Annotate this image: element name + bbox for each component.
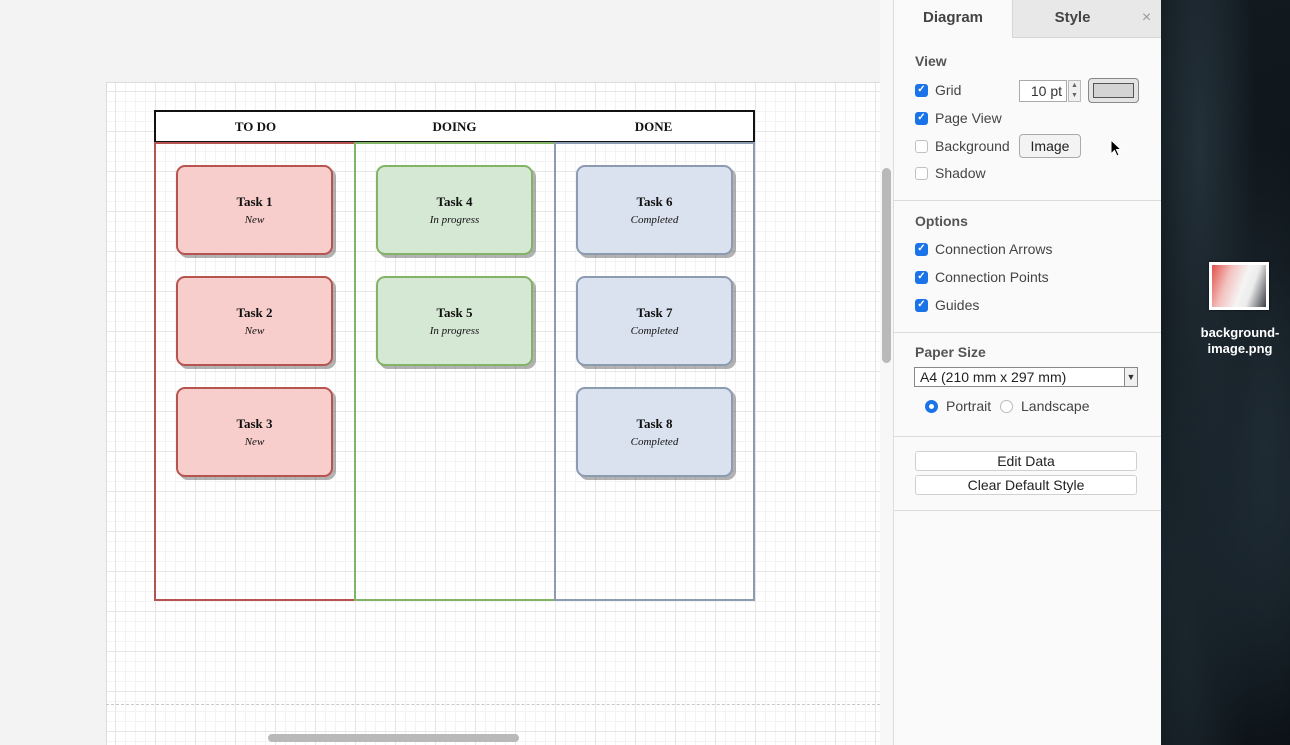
column-title-todo[interactable]: TO DO [234, 119, 277, 134]
chevron-down-icon[interactable]: ▼ [1124, 368, 1137, 386]
card-task-3[interactable]: Task 3 New [176, 387, 333, 477]
shadow-checkbox[interactable] [915, 166, 928, 180]
grid-checkbox-row[interactable]: Grid [915, 80, 961, 100]
card-status: Completed [630, 214, 679, 226]
card-status: Completed [630, 436, 679, 448]
card-title: Task 3 [236, 416, 273, 431]
card-title: Task 4 [436, 194, 473, 209]
card-task-1[interactable]: Task 1 New [176, 165, 333, 255]
landscape-label: Landscape [1021, 398, 1090, 414]
card-task-2[interactable]: Task 2 New [176, 276, 333, 366]
guides-label: Guides [935, 297, 980, 313]
grid-size-stepper[interactable]: ▲▼ [1068, 80, 1081, 102]
card-task-6[interactable]: Task 6 Completed [576, 165, 733, 255]
card-task-7[interactable]: Task 7 Completed [576, 276, 733, 366]
horizontal-scrollbar[interactable] [268, 734, 519, 742]
card-title: Task 5 [436, 305, 473, 320]
landscape-option[interactable]: Landscape [1000, 396, 1090, 416]
grid-size-input[interactable]: 10 pt [1019, 80, 1067, 102]
kanban-board[interactable]: TO DO DOING DONE Task 1 New Task 2 New T… [154, 110, 755, 601]
tab-style[interactable]: Style [1012, 0, 1132, 38]
actions-section [894, 437, 1161, 511]
close-icon[interactable]: × [1132, 0, 1161, 38]
connection-arrows-checkbox[interactable] [915, 242, 928, 256]
card-title: Task 6 [636, 194, 673, 209]
vertical-scroll-track[interactable] [880, 0, 894, 745]
page-view-checkbox[interactable] [915, 111, 928, 125]
file-name-line-2: image.png [1207, 341, 1273, 356]
options-section-title: Options [915, 213, 968, 229]
page-view-label: Page View [935, 110, 1002, 126]
connection-points-checkbox[interactable] [915, 270, 928, 284]
card-title: Task 8 [636, 416, 673, 431]
card-status: New [244, 436, 265, 448]
panel-tabs: Diagram Style × [894, 0, 1161, 38]
connection-points-label: Connection Points [935, 269, 1049, 285]
background-checkbox[interactable] [915, 139, 928, 153]
file-thumbnail-icon[interactable] [1209, 262, 1269, 310]
shadow-label: Shadow [935, 165, 986, 181]
mouse-cursor-icon [1110, 139, 1122, 157]
lane-done[interactable] [554, 142, 755, 601]
background-checkbox-row[interactable]: Background [915, 136, 1010, 156]
landscape-radio[interactable] [1000, 399, 1013, 413]
card-status: New [244, 325, 265, 337]
shadow-checkbox-row[interactable]: Shadow [915, 163, 986, 183]
connection-arrows-row[interactable]: Connection Arrows [915, 239, 1053, 259]
card-status: Completed [630, 325, 679, 337]
card-status: In progress [429, 214, 480, 226]
format-panel: Diagram Style × View Grid 10 pt ▲▼ Page … [894, 0, 1161, 745]
diagram-canvas[interactable]: TO DO DOING DONE Task 1 New Task 2 New T… [0, 0, 880, 745]
card-title: Task 7 [636, 305, 673, 320]
view-section-title: View [915, 53, 947, 69]
card-task-4[interactable]: Task 4 In progress [376, 165, 533, 255]
guides-row[interactable]: Guides [915, 295, 979, 315]
background-label: Background [935, 138, 1010, 154]
view-section: View [894, 38, 1161, 201]
connection-arrows-label: Connection Arrows [935, 241, 1053, 257]
column-title-doing[interactable]: DOING [432, 119, 477, 134]
portrait-radio[interactable] [925, 399, 938, 413]
grid-color-fill [1093, 83, 1134, 98]
card-status: In progress [429, 325, 480, 337]
card-task-5[interactable]: Task 5 In progress [376, 276, 533, 366]
board-header[interactable]: TO DO DOING DONE [154, 110, 755, 143]
paper-size-select[interactable]: A4 (210 mm x 297 mm) ▼ [914, 367, 1138, 387]
paper-size-section: Paper Size [894, 333, 1161, 437]
card-status: New [244, 214, 265, 226]
file-name-line-1: background- [1200, 325, 1280, 340]
grid-color-swatch[interactable] [1088, 78, 1139, 103]
vertical-scrollbar[interactable] [882, 168, 891, 363]
column-title-done[interactable]: DONE [634, 119, 673, 134]
grid-label: Grid [935, 82, 962, 98]
paper-size-value: A4 (210 mm x 297 mm) [920, 369, 1067, 385]
page-break-line [106, 704, 880, 705]
portrait-label: Portrait [946, 398, 992, 414]
paper-size-title: Paper Size [915, 344, 986, 360]
guides-checkbox[interactable] [915, 298, 928, 312]
file-name-label[interactable]: background- image.png [1195, 325, 1285, 357]
card-title: Task 1 [236, 194, 273, 209]
connection-points-row[interactable]: Connection Points [915, 267, 1049, 287]
tab-diagram[interactable]: Diagram [894, 0, 1012, 38]
page-view-checkbox-row[interactable]: Page View [915, 108, 1002, 128]
background-image-button[interactable]: Image [1019, 134, 1081, 158]
card-task-8[interactable]: Task 8 Completed [576, 387, 733, 477]
edit-data-button[interactable]: Edit Data [915, 451, 1137, 471]
options-section: Options [894, 201, 1161, 333]
grid-checkbox[interactable] [915, 83, 928, 97]
portrait-option[interactable]: Portrait [925, 396, 991, 416]
card-title: Task 2 [236, 305, 273, 320]
desktop-background: background- image.png [1161, 0, 1290, 745]
clear-default-style-button[interactable]: Clear Default Style [915, 475, 1137, 495]
